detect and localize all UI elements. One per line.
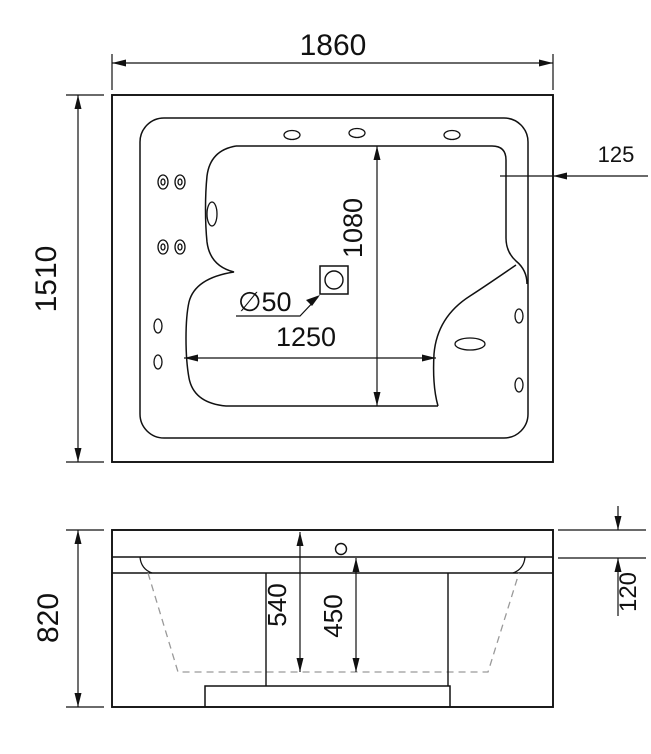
tub-outer-rim (111, 94, 554, 463)
arrowhead (422, 354, 436, 362)
jet-nozzle (157, 239, 169, 255)
dim-label-drain-diameter: ∅50 (238, 287, 292, 317)
jet-nozzle (174, 174, 186, 190)
dim-label-overall-height: 820 (32, 593, 65, 643)
basin-outline-top-right (236, 145, 528, 285)
jet-nozzle (153, 354, 163, 370)
jet-nozzle (153, 318, 163, 334)
arrowhead (296, 532, 304, 546)
dim-label-basin-length: 1080 (338, 198, 368, 258)
seat-contour (432, 264, 517, 407)
arrowhead (74, 95, 82, 109)
jet-nozzle (157, 174, 169, 190)
front-view (111, 529, 554, 708)
seat-slot (454, 337, 486, 351)
dim-label-basin-width: 1250 (276, 322, 336, 352)
overflow-hole (334, 542, 348, 556)
front-outline (111, 529, 554, 708)
arrowhead (74, 448, 82, 462)
jet-nozzle (160, 178, 166, 186)
dim-label-overall-depth: 1510 (30, 246, 63, 313)
arrowhead (184, 354, 198, 362)
arrowhead (112, 59, 126, 67)
arrowhead (614, 558, 622, 572)
jet-nozzle (283, 129, 301, 141)
arrowhead (373, 392, 381, 406)
basin-outline-left-bottom (185, 145, 438, 407)
dim-label-rim-offset: 125 (598, 142, 635, 167)
arrowhead (539, 59, 553, 67)
arrowhead (296, 658, 304, 672)
arrowhead (553, 172, 567, 180)
dim-label-outer-depth: 540 (262, 583, 292, 626)
plinth (204, 685, 451, 707)
hidden-bowl-profile (147, 572, 520, 673)
jet-nozzle (514, 377, 524, 393)
arrowhead (74, 693, 82, 707)
drain-circle (324, 270, 344, 290)
jet-nozzle (177, 243, 183, 251)
dim-label-overall-width: 1860 (300, 29, 367, 62)
arrowhead (614, 516, 622, 530)
arrowhead (306, 295, 320, 306)
jet-nozzle (177, 178, 183, 186)
arrowhead (352, 658, 360, 672)
top-view (111, 94, 554, 463)
drain-square (319, 265, 349, 295)
headrest-slot (206, 201, 218, 227)
jet-nozzle (174, 239, 186, 255)
jet-nozzle (514, 308, 524, 324)
dim-label-inner-depth: 450 (318, 594, 348, 637)
arrowhead (352, 558, 360, 572)
rim-corner-right (512, 556, 526, 574)
arrowhead (74, 530, 82, 544)
front-view-dimensions: 820 540 450 120 (32, 506, 646, 708)
jet-nozzle (348, 127, 366, 139)
tub-inner-rim (139, 117, 529, 439)
water-jets (153, 127, 524, 393)
dim-label-rim-band-height: 120 (615, 572, 642, 612)
jet-nozzle (160, 243, 166, 251)
rim-corner-left (139, 556, 153, 574)
jet-nozzle (443, 129, 461, 141)
arrowhead (373, 146, 381, 160)
top-view-dimensions: 1860 1510 125 1080 1250 ∅50 (30, 29, 648, 463)
